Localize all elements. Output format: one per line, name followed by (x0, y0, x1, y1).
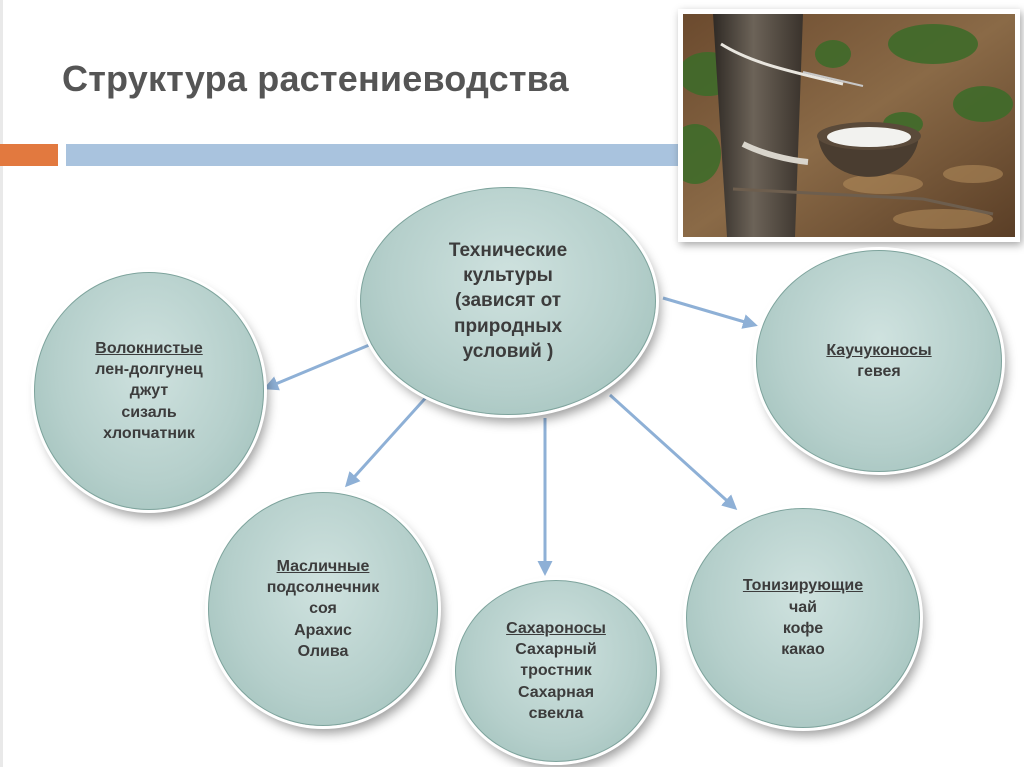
tonic-item: кофе (782, 620, 824, 637)
sugar-item: тростник (520, 662, 592, 680)
oilseed-item: Олива (297, 642, 349, 660)
arrow-to-rubber (662, 296, 758, 329)
oilseed-crops-bubble: Масличные подсолнечник соя Арахис Олива (208, 492, 438, 726)
tonic-heading: Тонизирующие (742, 577, 864, 595)
left-edge-rule (0, 0, 3, 767)
center-line-1: Технические (448, 240, 568, 262)
oilseed-item: Арахис (294, 621, 352, 639)
sugar-item: Сахарный (515, 641, 597, 659)
fibrous-item: хлопчатник (103, 424, 195, 442)
oilseed-item: соя (309, 600, 337, 618)
technical-crops-bubble: Технические культуры (зависят от природн… (360, 187, 656, 415)
rubber-tree-photo (678, 9, 1020, 242)
rubber-heading: Каучуконосы (826, 341, 932, 359)
rubber-crops-bubble: Каучуконосы гевея (756, 250, 1002, 472)
oilseed-heading: Масличные (276, 557, 370, 575)
sugar-item: Сахарная (517, 683, 595, 701)
center-line-5: условий ) (462, 340, 554, 362)
accent-bar-blue (66, 144, 706, 166)
accent-bar-orange (0, 144, 58, 166)
arrow-to-tonic (608, 393, 738, 511)
fibrous-crops-bubble: Волокнистые лен-долгунец джут сизаль хло… (34, 272, 264, 510)
fibrous-item: джут (129, 382, 169, 400)
oilseed-item: подсолнечник (266, 579, 380, 597)
sugar-heading: Сахароносы (506, 619, 606, 637)
center-line-4: природных (453, 315, 563, 337)
fibrous-heading: Волокнистые (95, 339, 203, 357)
arrow-to-fibrous (263, 341, 375, 391)
fibrous-item: лен-долгунец (95, 361, 203, 379)
sugar-crops-bubble: Сахароносы Сахарный тростник Сахарная св… (455, 580, 657, 762)
fibrous-item: сизаль (121, 403, 177, 421)
tonic-item: какао (781, 641, 825, 659)
tonic-crops-bubble: Тонизирующие чай кофе какао (686, 508, 920, 728)
tonic-item: чай (788, 598, 818, 616)
rubber-tree-image (683, 14, 1015, 237)
sugar-item: свекла (528, 704, 584, 722)
rubber-item: гевея (857, 363, 901, 380)
slide-title: Структура растениеводства (62, 58, 569, 99)
center-line-2: культуры (463, 265, 553, 287)
center-line-3: (зависят от (454, 290, 562, 312)
arrow-to-oilseed (344, 391, 432, 488)
